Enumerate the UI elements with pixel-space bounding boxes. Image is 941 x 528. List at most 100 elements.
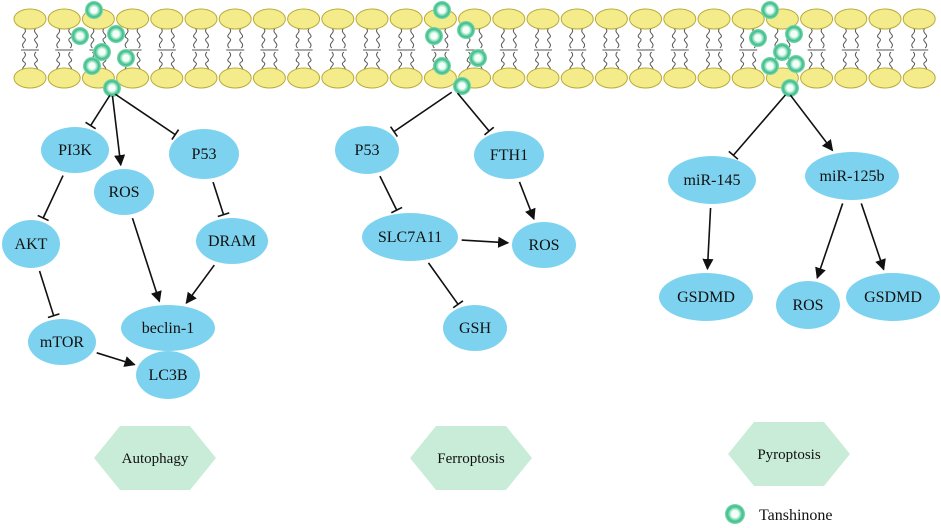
tanshinone-icon — [425, 27, 443, 45]
edge-tanshinone-f-to-fth1 — [456, 92, 495, 136]
node-p53-ferroptosis: P53 — [335, 126, 399, 174]
tanshinone-molecules — [71, 1, 805, 97]
tanshinone-icon — [117, 49, 135, 67]
edge-slc7a11-to-gsh — [427, 262, 464, 309]
edge-fth1-to-ros-f — [518, 181, 536, 221]
lipid-unit — [800, 8, 834, 89]
svg-text:LC3B: LC3B — [148, 367, 187, 384]
edge-ros-a-to-beclin1 — [131, 217, 162, 303]
node-dram: DRAM — [196, 218, 268, 264]
tanshinone-icon — [785, 25, 803, 43]
edge-tanshinone-a-to-ros-a — [111, 95, 126, 167]
lipid-unit — [252, 8, 286, 89]
tanshinone-icon — [103, 79, 121, 97]
tanshinone-icon — [749, 29, 767, 47]
lipid-unit — [663, 8, 697, 89]
edge-pi3k-to-akt — [37, 175, 64, 222]
node-lc3b: LC3B — [136, 351, 200, 399]
node-mtor: mTOR — [28, 319, 96, 365]
lipid-unit — [321, 8, 355, 89]
lipid-unit — [47, 8, 81, 89]
svg-text:ROS: ROS — [792, 297, 823, 314]
lipid-unit — [355, 8, 389, 89]
lipid-unit — [834, 8, 868, 89]
tanshinone-icon — [725, 504, 745, 524]
tanshinone-icon — [433, 1, 451, 19]
svg-text:SLC7A11: SLC7A11 — [378, 229, 442, 246]
svg-text:GSDMD: GSDMD — [864, 289, 922, 306]
lipid-unit — [492, 8, 526, 89]
edge-tanshinone-f-to-p53-f — [389, 91, 453, 138]
tanshinone-icon — [453, 77, 471, 95]
edge-tanshinone-a-to-pi3k — [85, 94, 111, 130]
legend-label-tanshinone: Tanshinone — [759, 507, 833, 524]
tanshinone-icon — [761, 1, 779, 19]
edge-tanshinone-p-to-mir145 — [728, 94, 786, 160]
lipid-unit — [731, 8, 765, 89]
tanshinone-icon — [761, 57, 779, 75]
svg-text:miR-145: miR-145 — [684, 172, 741, 189]
tanshinone-icon — [433, 57, 451, 75]
edge-tanshinone-p-to-mir125b — [789, 94, 834, 152]
lipid-unit — [902, 8, 936, 89]
edge-tanshinone-a-to-p53-a — [114, 93, 180, 141]
tanshinone-icon — [107, 25, 125, 43]
tanshinone-icon — [781, 79, 799, 97]
node-slc7a11: SLC7A11 — [362, 213, 458, 261]
hexagon-autophagy: Autophagy — [94, 426, 216, 490]
node-fth1: FTH1 — [474, 131, 544, 179]
edge-mir125b-to-gsdmd-b — [860, 203, 886, 271]
svg-text:miR-125b: miR-125b — [820, 168, 885, 185]
tanshinone-icon — [93, 43, 111, 61]
edge-slc7a11-to-ros-f — [461, 236, 510, 248]
tanshinone-icon — [71, 27, 89, 45]
node-mir-145: miR-145 — [668, 156, 756, 204]
svg-text:Autophagy: Autophagy — [122, 451, 189, 467]
edge-dram-to-beclin1 — [185, 264, 215, 305]
hexagon-pyroptosis: Pyroptosis — [728, 422, 850, 486]
hexagon-ferroptosis: Ferroptosis — [410, 426, 532, 490]
svg-text:ROS: ROS — [528, 237, 559, 254]
tanshinone-icon — [773, 43, 791, 61]
lipid-unit — [458, 8, 492, 89]
tanshinone-icon — [83, 57, 101, 75]
svg-text:AKT: AKT — [15, 236, 48, 253]
edge-mir145-to-gsdmd-a — [702, 207, 714, 271]
svg-text:P53: P53 — [355, 142, 380, 159]
lipid-unit — [423, 8, 457, 89]
node-p53-autophagy: P53 — [169, 129, 239, 179]
svg-text:mTOR: mTOR — [40, 334, 84, 351]
edge-mtor-to-lc3b — [96, 352, 136, 367]
cell-membrane — [13, 8, 936, 89]
lipid-unit — [594, 8, 628, 89]
lipid-unit — [116, 8, 150, 89]
svg-text:DRAM: DRAM — [208, 233, 256, 250]
node-ros-autophagy: ROS — [94, 169, 154, 215]
tanshinone-icon — [85, 1, 103, 19]
node-beclin-1: beclin-1 — [121, 305, 215, 351]
tanshinone-icon — [457, 21, 475, 39]
legend: Tanshinone — [725, 504, 833, 524]
node-gsdmd-b: GSDMD — [846, 273, 940, 321]
lipid-unit — [218, 8, 252, 89]
edge-akt-to-mtor — [38, 270, 60, 319]
edge-p53-f-to-slc7a11 — [379, 175, 403, 214]
lipid-unit — [150, 8, 184, 89]
lipid-unit — [389, 8, 423, 89]
lipid-unit — [184, 8, 218, 89]
node-gsh: GSH — [443, 305, 507, 351]
svg-text:Ferroptosis: Ferroptosis — [437, 451, 505, 467]
svg-text:ROS: ROS — [108, 184, 139, 201]
svg-text:P53: P53 — [192, 146, 217, 163]
edge-mir125b-to-ros-p — [815, 203, 844, 280]
lipid-unit — [526, 8, 560, 89]
lipid-unit — [287, 8, 321, 89]
node-pi3k: PI3K — [41, 127, 109, 173]
node-ros-ferroptosis: ROS — [512, 222, 576, 268]
svg-text:PI3K: PI3K — [58, 142, 92, 159]
node-akt: AKT — [2, 220, 60, 268]
svg-text:GSDMD: GSDMD — [677, 289, 735, 306]
svg-text:beclin-1: beclin-1 — [142, 320, 194, 337]
lipid-unit — [13, 8, 47, 89]
